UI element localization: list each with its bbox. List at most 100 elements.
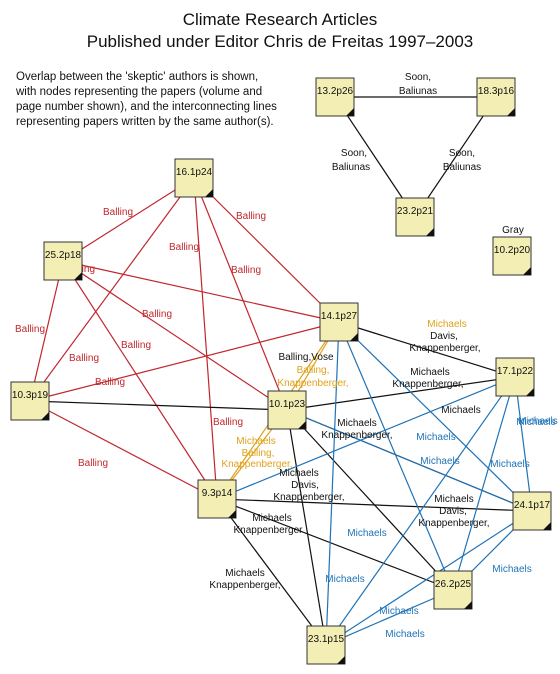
- corner-fold-icon: [350, 333, 358, 341]
- edge-label: Balling: [15, 324, 45, 335]
- edge-label: Michaels: [427, 319, 466, 330]
- node-label: 25.2p18: [45, 250, 82, 261]
- node-box: [197, 479, 237, 519]
- edge-10.3p19-10.1p23: [29, 400, 288, 411]
- edge-label: Balling: [121, 340, 151, 351]
- edge-label: Baliunas: [332, 162, 370, 173]
- edge-25.2p18-9.3p14: [62, 260, 218, 500]
- edge-13.2p26-23.2p21: [334, 96, 416, 218]
- edge-label: Davis,: [439, 506, 467, 517]
- edge-label: Michaels: [410, 367, 449, 378]
- edge-label: Balling,: [242, 448, 275, 459]
- node-box: [512, 491, 552, 531]
- edge-10.1p23-26.2p25: [286, 409, 454, 591]
- corner-fold-icon: [74, 272, 82, 280]
- node-24.1p17: 24.1p17: [512, 491, 552, 531]
- edge-label: Michaels: [434, 494, 473, 505]
- edge-26.2p25-23.1p15: [325, 589, 454, 646]
- node-label: 17.1p22: [497, 366, 534, 377]
- edge-label: Balling: [95, 377, 125, 388]
- edge-label: Balling: [142, 309, 172, 320]
- edge-16.1p24-10.3p19: [29, 177, 195, 402]
- node-label: 23.1p15: [308, 634, 345, 645]
- edge-label: Balling: [231, 265, 261, 276]
- corner-fold-icon: [41, 412, 49, 420]
- node-label: 18.3p16: [478, 86, 515, 97]
- node-label: 26.2p25: [435, 579, 472, 590]
- edge-label: Knappenberger,: [277, 378, 348, 389]
- node-10.2p20: 10.2p20: [492, 236, 532, 276]
- edge-10.1p23-17.1p22: [286, 376, 516, 411]
- description-line-2: with nodes representing the papers (volu…: [16, 86, 263, 98]
- edge-label: Knappenberger,: [221, 459, 292, 470]
- edge-label: Davis,: [430, 331, 458, 342]
- corner-fold-icon: [526, 388, 534, 396]
- node-box: [395, 197, 435, 237]
- corner-fold-icon: [228, 510, 236, 518]
- edge-16.1p24-14.1p27: [193, 177, 340, 323]
- corner-fold-icon: [337, 656, 345, 664]
- edge-17.1p22-24.1p17: [514, 376, 533, 512]
- node-10.3p19: 10.3p19: [10, 381, 50, 421]
- edge-17.1p22-26.2p25: [452, 376, 516, 591]
- description-line-1: Overlap between the 'skeptic' authors is…: [16, 71, 259, 83]
- edge-10.3p19-9.3p14: [29, 400, 218, 500]
- edge-label: Knappenberger,: [392, 379, 463, 390]
- edge-label: Michaels: [236, 436, 275, 447]
- node-23.2p21: 23.2p21: [395, 197, 435, 237]
- edge-10.1p23-23.1p15: [286, 409, 327, 646]
- title-line-2: Published under Editor Chris de Freitas …: [86, 32, 474, 51]
- node-label: 10.3p19: [12, 390, 49, 401]
- edge-label: Michaels: [416, 432, 455, 443]
- nodes-layer: 13.2p26 18.3p16 23.2p21 10.2p20 16.1p24 25.2p…: [10, 77, 552, 665]
- edge-label: Knappenberger,: [321, 430, 392, 441]
- node-26.2p25: 26.2p25: [433, 570, 473, 610]
- node-label: 9.3p14: [202, 488, 233, 499]
- edge-25.2p18-10.3p19: [29, 260, 64, 402]
- corner-fold-icon: [298, 421, 306, 429]
- edge-label: Baliunas: [443, 162, 481, 173]
- edge-label: Balling: [69, 353, 99, 364]
- edges-layer: [29, 96, 533, 646]
- node-box: [306, 625, 346, 665]
- edge-label: Michaels: [225, 568, 264, 579]
- edge-labels-layer: Soon,BaliunasSoon,BaliunasSoon,BaliunasG…: [15, 72, 558, 640]
- node-box: [433, 570, 473, 610]
- node-label: 10.2p20: [494, 245, 531, 256]
- node-9.3p14: 9.3p14: [197, 479, 237, 519]
- node-label: 10.1p23: [269, 399, 306, 410]
- edge-25.2p18-14.1p27: [62, 260, 340, 323]
- node-box: [174, 158, 214, 198]
- edge-label: Michaels: [441, 405, 480, 416]
- edge-14.1p27-24.1p17: [338, 321, 533, 512]
- edge-label: Knappenberger,: [409, 343, 480, 354]
- node-17.1p22: 17.1p22: [495, 357, 535, 397]
- node-16.1p24: 16.1p24: [174, 158, 214, 198]
- edge-label: Balling: [78, 458, 108, 469]
- node-box: [267, 390, 307, 430]
- edge-label: Michaels: [252, 513, 291, 524]
- edge-16.1p24-9.3p14: [193, 177, 218, 500]
- node-23.1p15: 23.1p15: [306, 625, 346, 665]
- node-box: [319, 302, 359, 342]
- corner-fold-icon: [507, 108, 515, 116]
- edge-label: Michaels: [420, 456, 459, 467]
- edge-label: Balling: [169, 242, 199, 253]
- corner-fold-icon: [346, 108, 354, 116]
- edge-label: Balling: [103, 207, 133, 218]
- node-box: [495, 357, 535, 397]
- edge-label: Michaels: [347, 528, 386, 539]
- description-line-3: page number shown), and the interconnect…: [16, 101, 277, 113]
- node-label: 13.2p26: [317, 86, 354, 97]
- node-14.1p27: 14.1p27: [319, 302, 359, 342]
- edge-label: Balling,: [297, 365, 330, 376]
- edge-18.3p16-23.2p21: [414, 96, 497, 218]
- edge-10.1p23-24.1p17: [286, 409, 533, 512]
- edge-label: Gray: [502, 225, 524, 236]
- edge-label: Knappenberger,: [273, 492, 344, 503]
- edge-label: Michaels: [325, 574, 364, 585]
- description: Overlap between the 'skeptic' authors is…: [16, 70, 316, 130]
- edge-14.1p27-23.1p15: [325, 321, 340, 646]
- edge-9.3p14-26.2p25: [216, 498, 454, 591]
